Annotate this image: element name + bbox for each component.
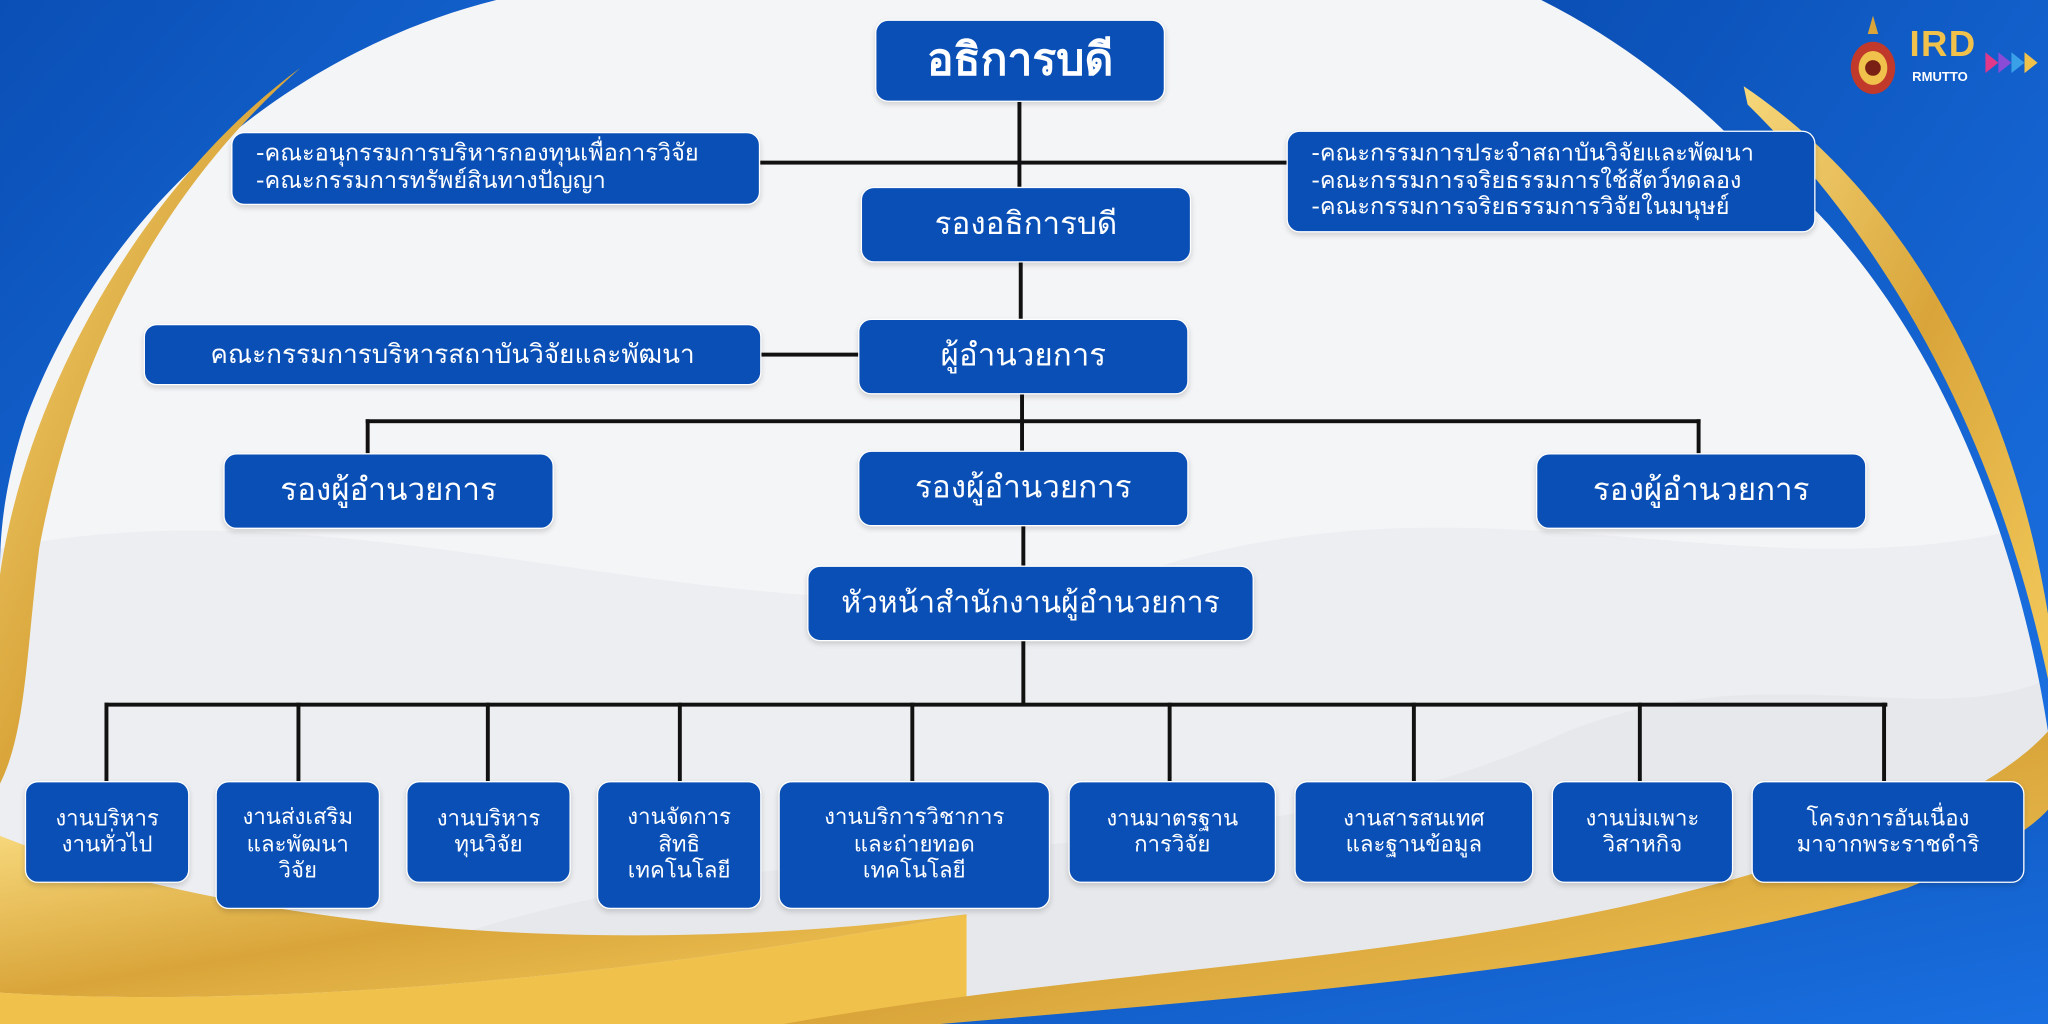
- president-committees-box: -คณะอนุกรรมการบริหารกองทุนเพื่อการวิจัย …: [231, 131, 761, 206]
- unit-box: งานจัดการ สิทธิ เทคโนโลยี: [596, 781, 762, 910]
- connector: [1167, 702, 1172, 782]
- connector: [104, 702, 1888, 707]
- connector: [1637, 702, 1642, 782]
- connector: [365, 419, 1701, 424]
- connector: [1017, 101, 1022, 189]
- emblem-icon: [1850, 15, 1896, 95]
- unit-box: งานบริหาร งานทั่วไป: [24, 781, 190, 883]
- unit-box: โครงการอันเนื่อง มาจากพระราชดำริ: [1751, 781, 2025, 883]
- unit-box: งานบริการวิชาการ และถ่ายทอด เทคโนโลยี: [778, 781, 1051, 910]
- connector: [910, 702, 915, 782]
- unit-box: งานบริหาร ทุนวิจัย: [406, 781, 571, 883]
- connector: [1882, 702, 1887, 782]
- institution-logo: IRD RMUTTO: [1847, 13, 2043, 99]
- unit-box: งานส่งเสริม และพัฒนา วิจัย: [215, 781, 381, 910]
- connector: [1696, 419, 1701, 454]
- deputy-director-box: รองผู้อำนวยการ: [858, 450, 1189, 527]
- arrows-icon: [1985, 52, 2038, 74]
- logo-ird-text: IRD: [1909, 23, 1977, 64]
- president-box: อธิการบดี: [875, 19, 1166, 102]
- connector: [1021, 638, 1026, 704]
- deputy-director-box: รองผู้อำนวยการ: [1535, 453, 1867, 529]
- connector: [760, 160, 1288, 165]
- connector: [677, 702, 682, 782]
- connector: [485, 702, 490, 782]
- connector: [1021, 525, 1026, 567]
- connector: [296, 702, 301, 782]
- connector: [365, 419, 370, 454]
- institute-committees-box: -คณะกรรมการประจำสถาบันวิจัยและพัฒนา -คณะ…: [1286, 130, 1816, 233]
- connector: [1018, 259, 1023, 320]
- connector: [757, 352, 860, 357]
- office-head-box: หัวหน้าสำนักงานผู้อำนวยการ: [807, 565, 1254, 642]
- unit-box: งานสารสนเทศ และฐานข้อมูล: [1294, 781, 1534, 883]
- deputy-director-box: รองผู้อำนวยการ: [223, 453, 554, 529]
- director-box: ผู้อำนวยการ: [858, 318, 1189, 395]
- admin-committee-box: คณะกรรมการบริหารสถาบันวิจัยและพัฒนา: [143, 323, 762, 386]
- vice-president-box: รองอธิการบดี: [860, 186, 1192, 263]
- logo-sub-text: RMUTTO: [1912, 70, 1968, 85]
- unit-box: งานมาตรฐาน การวิจัย: [1068, 781, 1277, 883]
- connector: [1411, 702, 1416, 782]
- connector: [104, 702, 109, 782]
- unit-box: งานบ่มเพาะ วิสาหกิจ: [1551, 781, 1734, 883]
